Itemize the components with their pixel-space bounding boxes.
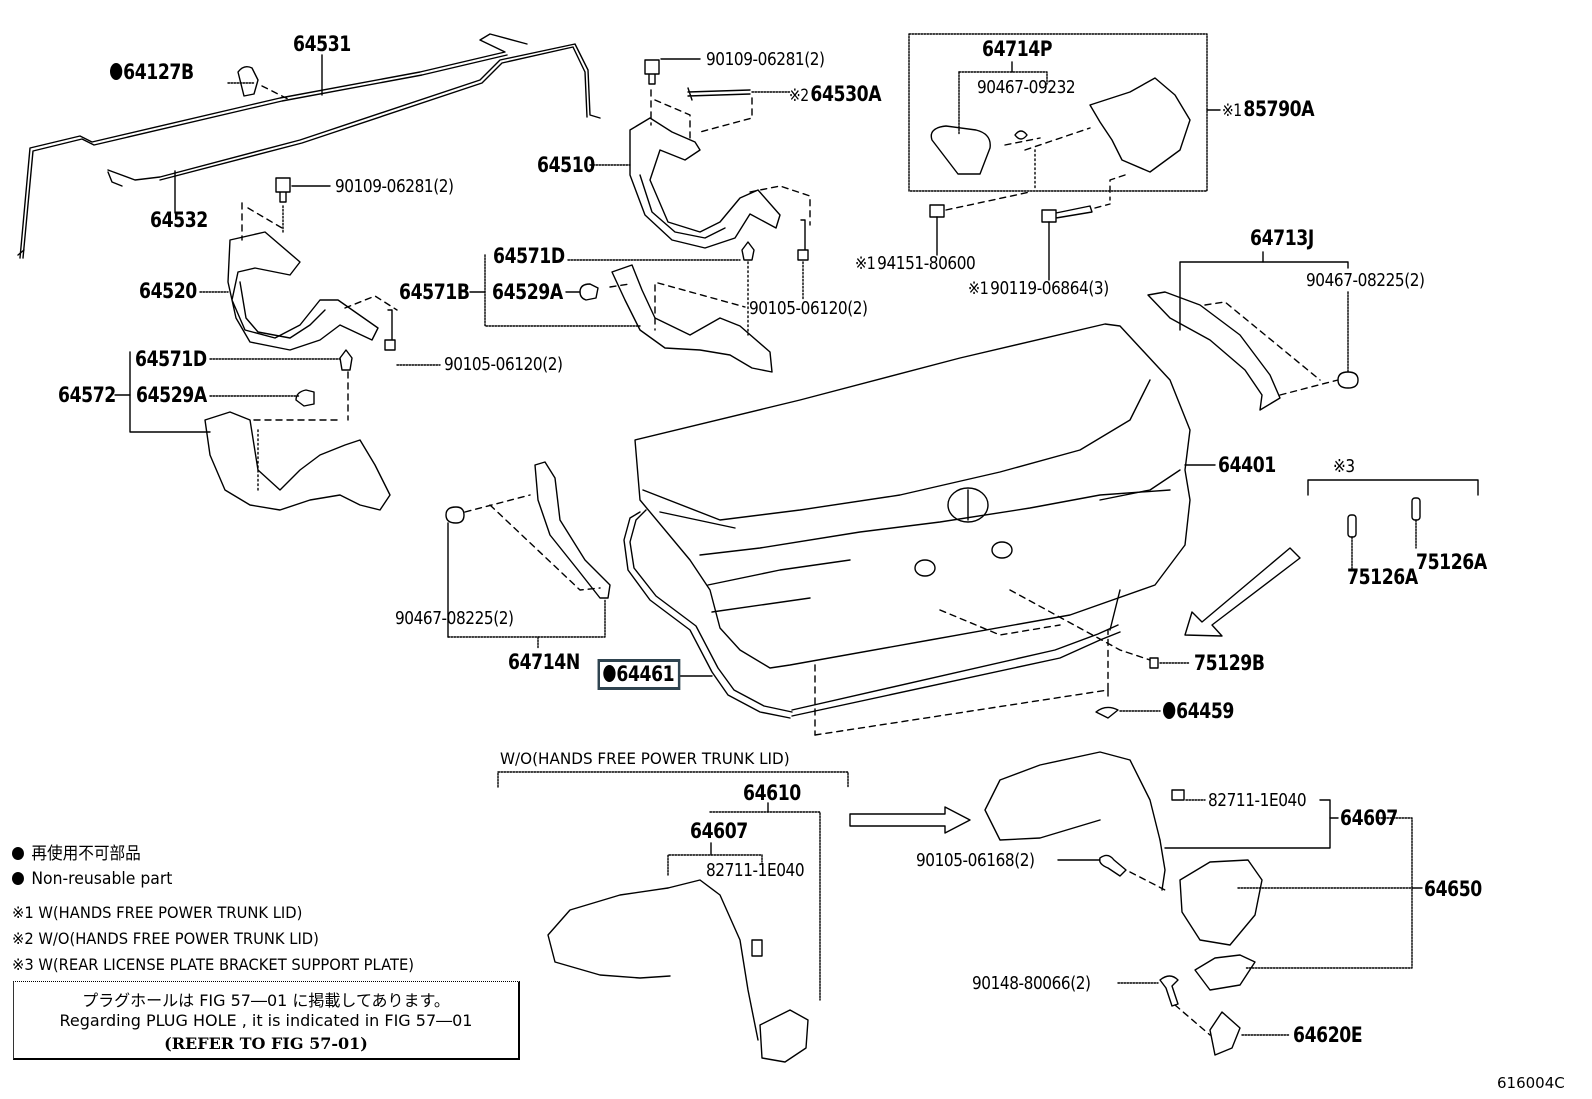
- weatherstrip-64461[interactable]: [623, 509, 1121, 719]
- reference-line-jp: プラグホールは FIG 57―01 に掲載してあります。: [82, 991, 450, 1010]
- torsion-bar-64531[interactable]: [19, 33, 528, 259]
- trunk-lid-64401[interactable]: [634, 323, 1191, 669]
- bracket-64713J-shape[interactable]: [1147, 291, 1281, 411]
- reference-box: プラグホールは FIG 57―01 に掲載してあります。 Regarding P…: [13, 981, 520, 1060]
- bolt-90109-left: [275, 177, 291, 203]
- part-label-64610[interactable]: 64610: [743, 781, 801, 805]
- bracket-64650-base[interactable]: [1194, 954, 1256, 991]
- lock-64650[interactable]: [1179, 859, 1263, 946]
- part-label-90105-06168[interactable]: 90105-06168(2): [916, 850, 1035, 871]
- part-label-64620E[interactable]: 64620E: [1293, 1023, 1363, 1047]
- part-label-64529A-right[interactable]: 64529A: [492, 280, 563, 304]
- part-label-90109-right[interactable]: 90109-06281(2): [706, 49, 825, 70]
- legend-note-1: ※1 W(HANDS FREE POWER TRUNK LID): [12, 903, 303, 922]
- note3-marker: ※3: [1333, 456, 1355, 477]
- box-64714P: [908, 33, 1208, 192]
- part-label-64461-highlighted[interactable]: 64461: [597, 659, 680, 690]
- hinge-64510[interactable]: [629, 117, 781, 249]
- figure-code: 616004C: [1497, 1074, 1565, 1092]
- part-label-94151-80600[interactable]: ※194151-80600: [855, 253, 976, 274]
- non-reusable-dot-icon: [110, 63, 123, 80]
- part-label-64571D-left[interactable]: 64571D: [135, 347, 207, 371]
- part-label-64572[interactable]: 64572: [58, 383, 116, 407]
- legend-note-2: ※2 W/O(HANDS FREE POWER TRUNK LID): [12, 929, 319, 948]
- part-label-82711-left[interactable]: 82711-1E040: [706, 860, 805, 881]
- bracket-64714N-shape[interactable]: [534, 461, 611, 599]
- part-label-75129B[interactable]: 75129B: [1194, 651, 1265, 675]
- non-reusable-dot-icon: [12, 872, 24, 885]
- part-label-64459[interactable]: 64459: [1163, 701, 1234, 722]
- part-label-90148-80066[interactable]: 90148-80066(2): [972, 973, 1091, 994]
- group-title-without-hands-free: W/O(HANDS FREE POWER TRUNK LID): [500, 749, 790, 768]
- part-label-64529A-left[interactable]: 64529A: [136, 383, 207, 407]
- part-label-64532[interactable]: 64532: [150, 208, 208, 232]
- part-label-64571D-right[interactable]: 64571D: [493, 244, 565, 268]
- direction-arrow: [1184, 547, 1301, 637]
- striker-64620E[interactable]: [1209, 1011, 1241, 1056]
- part-label-90105-right[interactable]: 90105-06120(2): [749, 298, 868, 319]
- part-label-64607-right[interactable]: 64607: [1340, 806, 1398, 830]
- part-label-64714N[interactable]: 64714N: [508, 650, 580, 674]
- reference-link[interactable]: (REFER TO FIG 57-01): [164, 1034, 368, 1053]
- part-label-64520[interactable]: 64520: [139, 279, 197, 303]
- non-reusable-dot-icon: [12, 847, 24, 860]
- bracket-64572-shape[interactable]: [204, 411, 391, 511]
- cover-64714P[interactable]: [930, 125, 991, 175]
- legend-note-3: ※3 W(REAR LICENSE PLATE BRACKET SUPPORT …: [12, 955, 415, 974]
- part-label-90467-09232[interactable]: 90467-09232: [977, 77, 1076, 98]
- release-cable-right[interactable]: [984, 751, 1166, 891]
- part-label-90109-left[interactable]: 90109-06281(2): [335, 176, 454, 197]
- part-label-90119-06864[interactable]: ※190119-06864(3): [968, 278, 1109, 299]
- non-reusable-dot-icon: [1163, 702, 1176, 719]
- part-label-85790A[interactable]: ※185790A: [1222, 97, 1315, 121]
- bracket-64571B-shape[interactable]: [611, 264, 773, 373]
- clip-64127B-shape: [237, 65, 259, 97]
- part-label-64510[interactable]: 64510: [537, 153, 595, 177]
- bolt-90109-right: [644, 59, 660, 85]
- part-label-64127B[interactable]: 64127B: [110, 62, 194, 83]
- part-label-64530A[interactable]: ※264530A: [789, 82, 882, 106]
- part-label-64650[interactable]: 64650: [1424, 877, 1482, 901]
- group-arrow: [849, 806, 971, 834]
- rod-64530A[interactable]: [687, 87, 751, 101]
- part-label-64401[interactable]: 64401: [1218, 453, 1276, 477]
- part-label-75126A-1[interactable]: 75126A: [1347, 565, 1418, 589]
- part-label-75126A-2[interactable]: 75126A: [1416, 550, 1487, 574]
- nut-94151: [929, 204, 945, 218]
- legend-non-reusable-en: Non-reusable part: [12, 871, 172, 888]
- part-label-90467-08225-right[interactable]: 90467-08225(2): [1306, 270, 1425, 291]
- reference-line-en: Regarding PLUG HOLE , it is indicated in…: [59, 1011, 473, 1030]
- lock-assy-left[interactable]: [759, 1009, 809, 1063]
- part-label-90105-left[interactable]: 90105-06120(2): [444, 354, 563, 375]
- part-label-64607-left[interactable]: 64607: [690, 819, 748, 843]
- non-reusable-dot-icon: [603, 665, 616, 682]
- part-label-64713J[interactable]: 64713J: [1250, 226, 1314, 250]
- release-cable-left[interactable]: [547, 879, 759, 1041]
- hinge-64520[interactable]: [227, 231, 379, 351]
- bolt-90119: [1041, 205, 1093, 223]
- lock-85790A[interactable]: [1089, 77, 1191, 173]
- part-label-64531[interactable]: 64531: [293, 32, 351, 56]
- torsion-bar-64532[interactable]: [17, 43, 601, 256]
- part-label-64714P[interactable]: 64714P: [982, 37, 1053, 61]
- part-label-82711-right[interactable]: 82711-1E040: [1208, 790, 1307, 811]
- part-label-90467-08225-left[interactable]: 90467-08225(2): [395, 608, 514, 629]
- part-label-64571B[interactable]: 64571B: [399, 280, 470, 304]
- legend-non-reusable-jp: 再使用不可部品: [12, 846, 141, 863]
